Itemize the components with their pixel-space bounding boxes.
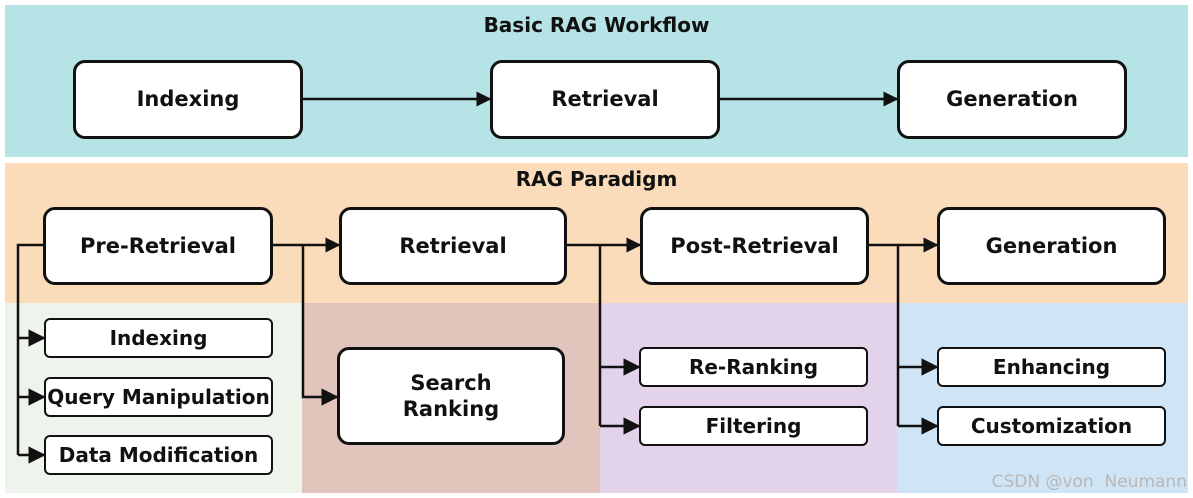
basic-indexing-label: Indexing bbox=[136, 87, 240, 112]
filtering-box: Filtering bbox=[639, 406, 868, 446]
basic-generation-label: Generation bbox=[946, 87, 1078, 112]
post-retrieval-box: Post-Retrieval bbox=[640, 207, 869, 285]
enhancing-box: Enhancing bbox=[937, 347, 1166, 387]
query-manipulation-label: Query Manipulation bbox=[47, 384, 270, 409]
basic-indexing-box: Indexing bbox=[73, 60, 303, 139]
generation-box: Generation bbox=[937, 207, 1166, 285]
re-ranking-box: Re-Ranking bbox=[639, 347, 868, 387]
pre-retrieval-box: Pre-Retrieval bbox=[43, 207, 273, 285]
search-ranking-label: Search Ranking bbox=[402, 370, 500, 421]
generation-column bbox=[897, 303, 1188, 493]
customization-box: Customization bbox=[937, 406, 1166, 446]
re-ranking-label: Re-Ranking bbox=[688, 354, 819, 379]
pre-indexing-box: Indexing bbox=[44, 318, 273, 358]
post-retrieval-column bbox=[600, 303, 897, 493]
data-modification-label: Data Modification bbox=[58, 442, 259, 467]
post-retrieval-label: Post-Retrieval bbox=[670, 233, 839, 258]
filtering-label: Filtering bbox=[705, 413, 802, 438]
basic-retrieval-label: Retrieval bbox=[551, 87, 659, 112]
query-manipulation-box: Query Manipulation bbox=[44, 377, 273, 417]
retrieval-box: Retrieval bbox=[339, 207, 567, 285]
search-ranking-box: Search Ranking bbox=[337, 347, 565, 445]
watermark: CSDN @von Neumann bbox=[991, 472, 1187, 492]
enhancing-label: Enhancing bbox=[992, 354, 1111, 379]
basic-workflow-title: Basic RAG Workflow bbox=[483, 13, 710, 37]
generation-label: Generation bbox=[985, 233, 1118, 258]
basic-generation-box: Generation bbox=[897, 60, 1127, 139]
pre-indexing-label: Indexing bbox=[109, 325, 208, 350]
data-modification-box: Data Modification bbox=[44, 435, 273, 475]
pre-retrieval-label: Pre-Retrieval bbox=[79, 233, 236, 258]
retrieval-label: Retrieval bbox=[399, 233, 507, 258]
customization-label: Customization bbox=[970, 413, 1133, 438]
basic-retrieval-box: Retrieval bbox=[490, 60, 720, 139]
rag-paradigm-title: RAG Paradigm bbox=[515, 167, 678, 191]
